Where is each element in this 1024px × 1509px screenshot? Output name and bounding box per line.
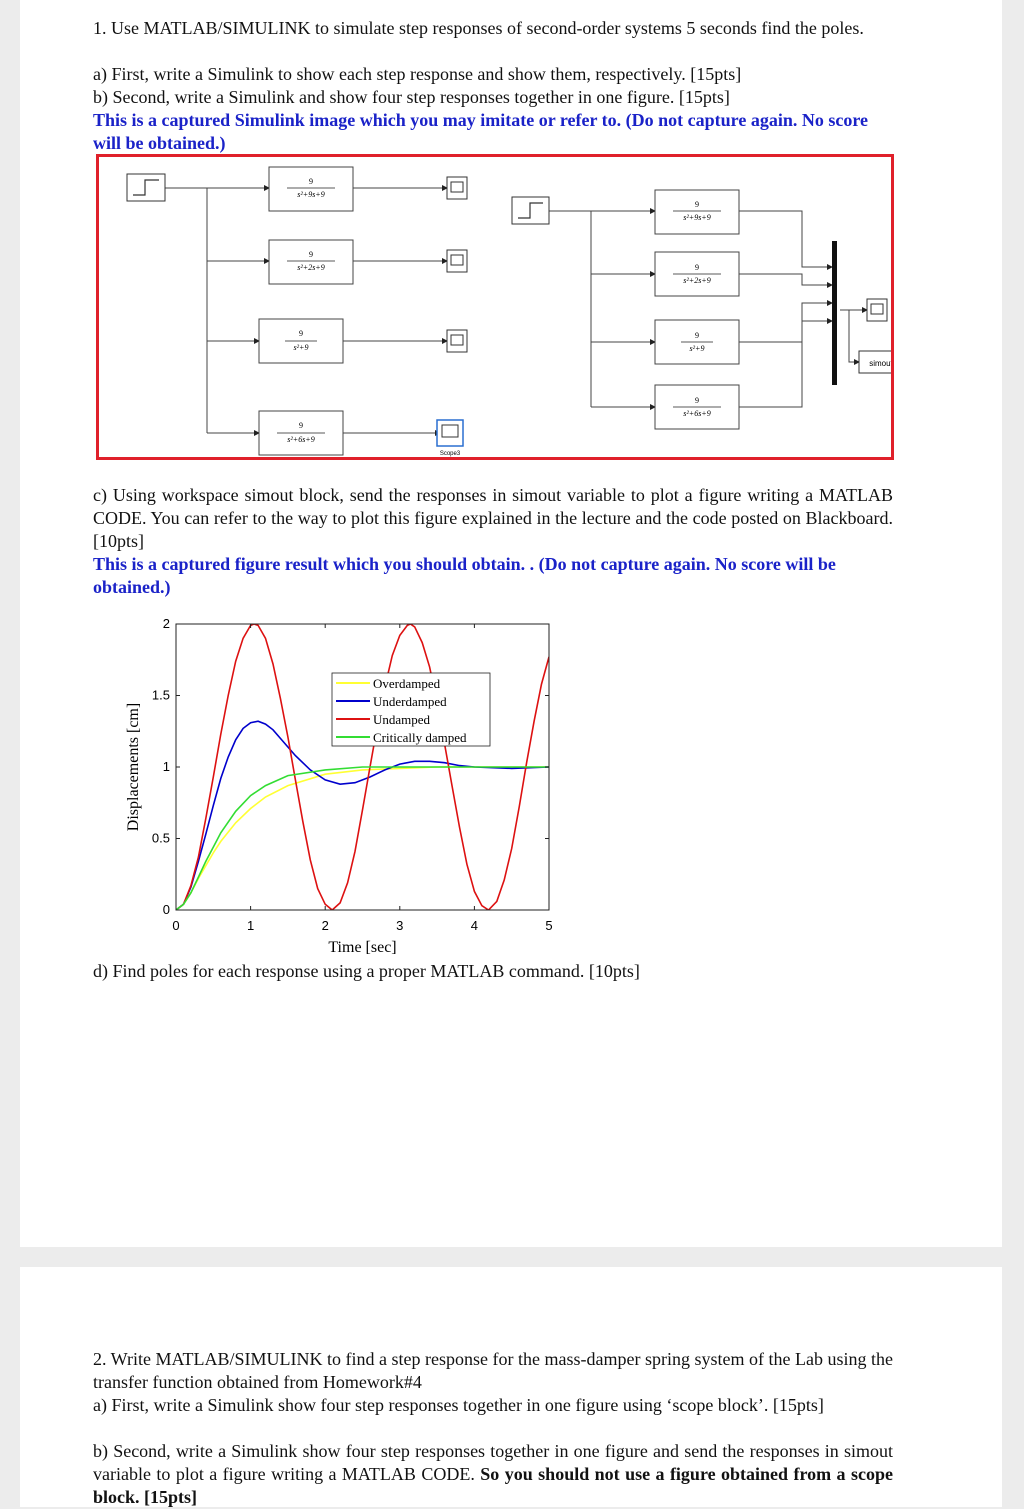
series-line-overdamped <box>176 766 549 910</box>
q1-heading: 1. Use MATLAB/SIMULINK to simulate step … <box>93 18 864 38</box>
scope-block-2 <box>446 249 468 273</box>
q1-part-b: b) Second, write a Simulink and show fou… <box>93 87 730 107</box>
series-line-underdamped <box>176 720 549 910</box>
svg-text:9: 9 <box>309 177 313 186</box>
scope-block-3 <box>446 329 468 353</box>
x-tick-label: 3 <box>396 918 403 933</box>
svg-text:9: 9 <box>309 250 313 259</box>
tf-block-right-4: 9 s²+6s+9 <box>654 384 740 430</box>
q1-part-a: a) First, write a Simulink to show each … <box>93 64 742 84</box>
tf-block-left-4: 9 s²+6s+9 <box>258 410 344 456</box>
question-2-card <box>20 1267 1002 1507</box>
x-tick-label: 4 <box>471 918 478 933</box>
y-tick-label: 0.5 <box>152 831 170 846</box>
y-tick-label: 1.5 <box>152 688 170 703</box>
tf-block-left-3: 9 s²+9 <box>258 318 344 364</box>
q2-part-b: b) Second, write a Simulink show four st… <box>93 1440 893 1509</box>
svg-text:s²+9s+9: s²+9s+9 <box>297 190 324 199</box>
simulink-diagram: 9 s²+9s+9 9 s²+2s+9 9 s²+9 9 s²+6s+9 <box>96 154 904 460</box>
svg-text:9: 9 <box>299 329 303 338</box>
x-axis-label: Time [sec] <box>328 939 396 956</box>
tf-block-right-2: 9 s²+2s+9 <box>654 251 740 297</box>
q2-part-b-text: b) Second, write a Simulink show four st… <box>93 1441 893 1484</box>
q1-part-c: c) Using workspace simout block, send th… <box>93 485 893 551</box>
step-response-chart: 0 1 2 3 4 5 0 0.5 1 1.5 2 Time [sec] Displacements… <box>125 616 553 956</box>
q2-part-b-bold: So you should not use a figure obtained … <box>93 1464 893 1507</box>
legend-label: Undamped <box>373 712 431 727</box>
chart-legend: OverdampedUnderdampedUndampedCritically … <box>331 672 491 747</box>
legend-label: Underdamped <box>373 694 447 709</box>
svg-text:s²+2s+9: s²+2s+9 <box>683 276 710 285</box>
tf-block-left-1: 9 s²+9s+9 <box>268 166 354 212</box>
step-block-left <box>126 173 166 202</box>
series-line-undamped <box>176 624 549 910</box>
svg-text:Scope3: Scope3 <box>440 451 461 457</box>
scope-block-4: Scope3 <box>436 419 464 457</box>
x-tick-label: 2 <box>322 918 329 933</box>
legend-box <box>331 672 491 747</box>
q2-part-a: a) First, write a Simulink show four ste… <box>93 1395 824 1415</box>
tf-block-right-3: 9 s²+9 <box>654 319 740 365</box>
legend-label: Overdamped <box>373 676 441 691</box>
svg-text:9: 9 <box>695 200 699 209</box>
svg-text:s²+9s+9: s²+9s+9 <box>683 213 710 222</box>
q1-figure-note: This is a captured figure result which y… <box>93 554 836 597</box>
tf-block-right-1: 9 s²+9s+9 <box>654 189 740 235</box>
svg-text:s²+2s+9: s²+2s+9 <box>297 263 324 272</box>
series-line-critically-damped <box>176 766 549 910</box>
y-tick-label: 0 <box>163 902 170 917</box>
tf-block-left-2: 9 s²+2s+9 <box>268 239 354 285</box>
mux-block <box>832 241 837 385</box>
svg-text:simout: simout <box>869 359 891 368</box>
svg-text:9: 9 <box>695 263 699 272</box>
q2-heading: 2. Write MATLAB/SIMULINK to find a step … <box>93 1349 893 1392</box>
scope-block-1 <box>446 176 468 200</box>
legend-label: Critically damped <box>373 730 467 745</box>
y-tick-label: 2 <box>163 616 170 631</box>
y-axis-label: Displacements [cm] <box>125 703 142 831</box>
svg-text:9: 9 <box>695 331 699 340</box>
simout-block: simout <box>858 350 904 374</box>
simulink-diagram-svg: 9 s²+9s+9 9 s²+2s+9 9 s²+9 9 s²+6s+9 <box>126 166 904 457</box>
q1-part-d: d) Find poles for each response using a … <box>93 961 640 981</box>
svg-text:s²+9: s²+9 <box>294 343 309 352</box>
svg-text:s²+6s+9: s²+6s+9 <box>287 435 314 444</box>
x-tick-label: 0 <box>172 918 179 933</box>
svg-text:s²+9: s²+9 <box>690 344 705 353</box>
y-tick-label: 1 <box>163 759 170 774</box>
step-block-right <box>511 196 550 225</box>
svg-text:9: 9 <box>299 421 303 430</box>
q1-simulink-note: This is a captured Simulink image which … <box>93 110 868 153</box>
svg-text:9: 9 <box>695 396 699 405</box>
scope-block-right <box>866 298 888 322</box>
x-tick-label: 1 <box>247 918 254 933</box>
x-tick-label: 5 <box>545 918 552 933</box>
svg-text:s²+6s+9: s²+6s+9 <box>683 409 710 418</box>
